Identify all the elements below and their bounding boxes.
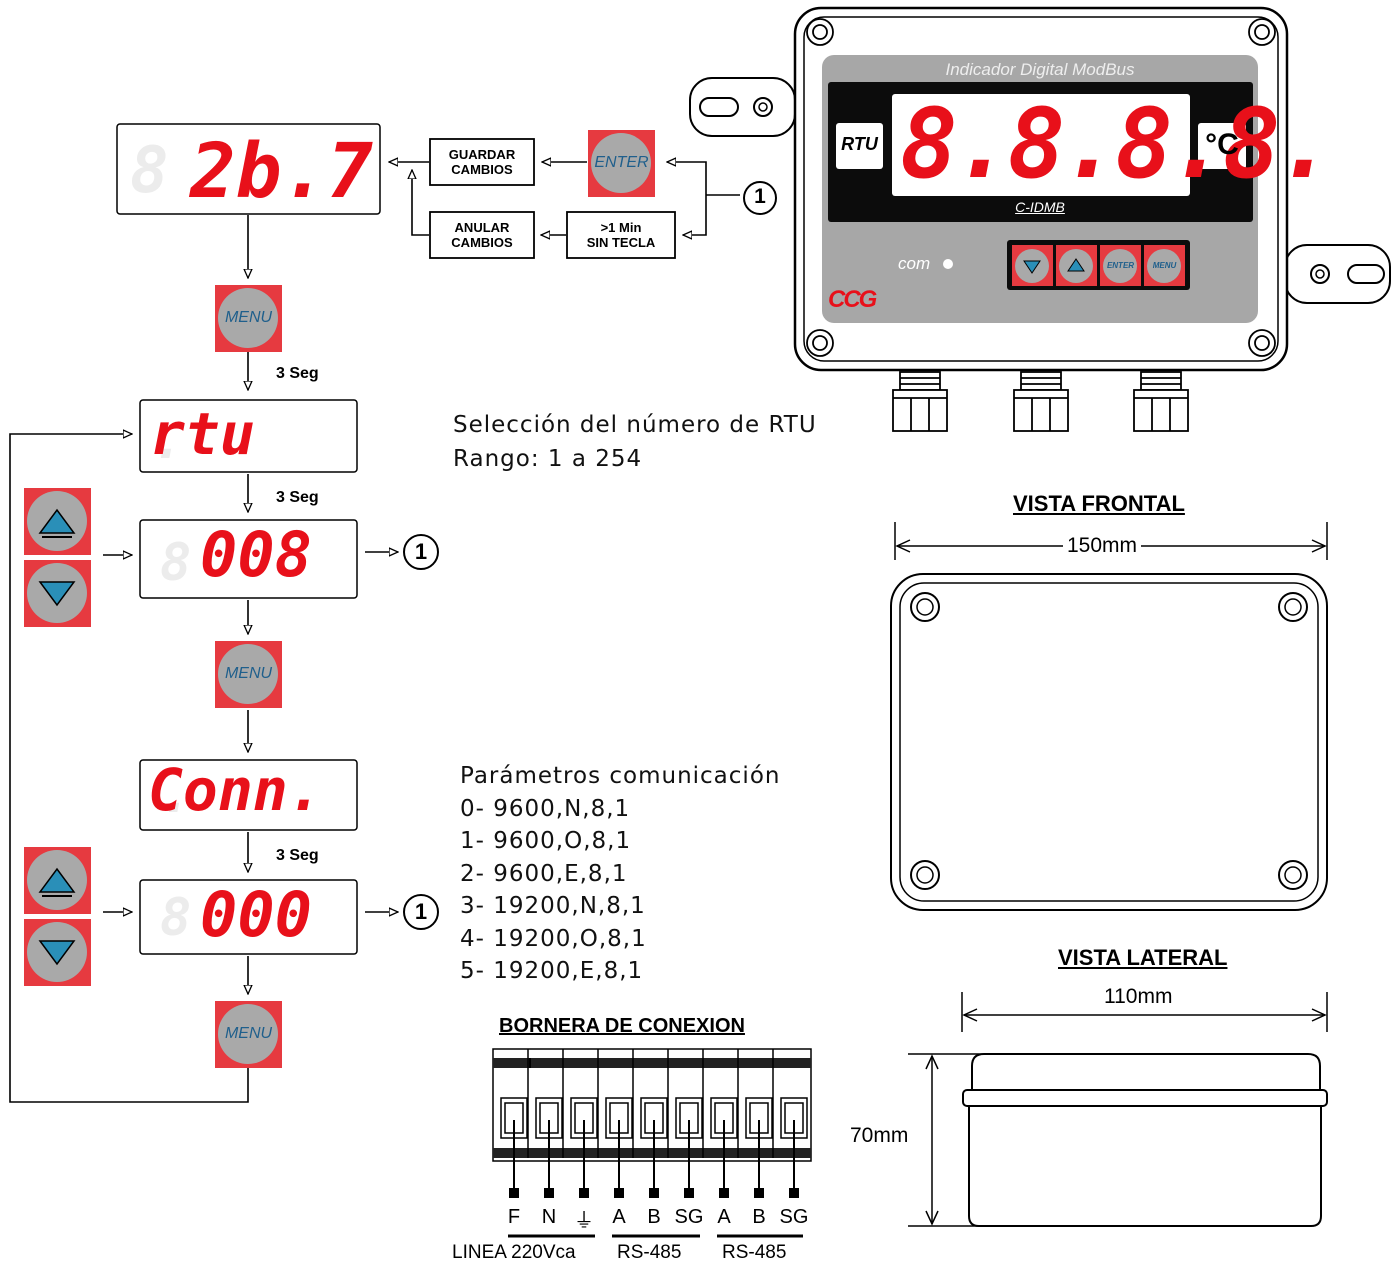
ref-marker: 1 — [414, 539, 428, 564]
front-width-dim: 150mm — [1063, 534, 1142, 558]
group-label: RS-485 — [722, 1242, 787, 1263]
terminal-label: N — [541, 1206, 557, 1228]
svg-text:.: . — [160, 765, 191, 825]
param-item: 5- 19200,E,8,1 — [460, 958, 644, 984]
svg-text:.: . — [152, 411, 183, 471]
rtu-tag: RTU — [841, 134, 878, 154]
terminal-label: F — [507, 1206, 521, 1228]
rtu-note-line1: Selección del número de RTU — [453, 412, 817, 438]
terminal-label: SG — [779, 1206, 809, 1228]
param-item: 2- 9600,E,8,1 — [460, 860, 628, 887]
terminal-label: B — [752, 1206, 766, 1228]
terminal-block-drawing — [492, 1048, 812, 1238]
param-item: 0- 9600,N,8,1 — [460, 795, 631, 822]
terminal-label: A — [717, 1206, 731, 1228]
device-title: Indicador Digital ModBus — [945, 60, 1135, 79]
device-menu-button[interactable]: MENU — [1152, 261, 1177, 270]
terminal-label: B — [647, 1206, 661, 1228]
front-view-title: VISTA FRONTAL — [1013, 491, 1185, 516]
display-conn-value: 000 — [200, 878, 312, 951]
param-item: 1- 9600,O,8,1 — [460, 828, 632, 854]
param-item: 3- 19200,N,8,1 — [460, 893, 646, 919]
device-drawing — [689, 6, 1391, 432]
rtu-note-line2: Rango: 1 a 254 — [453, 446, 643, 472]
ref-marker: 1 — [414, 899, 428, 924]
display-rtu: rtu — [150, 400, 255, 468]
brand-logo: CCG — [828, 286, 877, 313]
sin-tecla-box: >1 Min SIN TECLA — [567, 220, 675, 250]
ground-icon: ⏚ — [574, 1210, 594, 1232]
menu-button[interactable]: MENU — [224, 1025, 273, 1042]
side-width-dim: 110mm — [1100, 985, 1177, 1009]
com-label: com — [898, 254, 931, 273]
delay-label: 3 Seg — [276, 847, 319, 864]
flow-boxes — [429, 138, 676, 259]
button-squares — [24, 130, 655, 1068]
up-arrow-button[interactable] — [24, 847, 91, 914]
guardar-line1: GUARDAR — [448, 147, 516, 162]
params-title: Parámetros comunicación — [460, 763, 781, 789]
menu-button[interactable]: MENU — [224, 665, 273, 682]
sin-tecla-line2: SIN TECLA — [586, 235, 656, 250]
up-arrow-button[interactable] — [24, 488, 91, 555]
delay-label: 3 Seg — [276, 489, 319, 506]
group-label: LINEA 220Vca — [452, 1242, 576, 1263]
anular-cambios-box: ANULAR CAMBIOS — [430, 220, 534, 250]
display-conn: Conn. — [148, 756, 323, 824]
device-enter-button[interactable]: ENTER — [1106, 261, 1135, 270]
svg-text:8: 8 — [160, 888, 191, 948]
delay-label: 3 Seg — [276, 365, 319, 382]
anular-line2: CAMBIOS — [451, 235, 513, 250]
flow-lines — [9, 162, 740, 1103]
model-label: C-IDMB — [1015, 199, 1065, 215]
svg-text:8: 8 — [130, 134, 169, 208]
display-frames — [116, 123, 381, 955]
terminal-title: BORNERA DE CONEXION — [499, 1015, 745, 1037]
guardar-cambios-box: GUARDAR CAMBIOS — [430, 147, 534, 177]
guardar-line2: CAMBIOS — [451, 162, 513, 177]
menu-button[interactable]: MENU — [224, 309, 273, 326]
terminal-label: SG — [674, 1206, 704, 1228]
device-display: 8.8.8.8. — [900, 88, 1334, 200]
side-height-dim: 70mm — [850, 1124, 909, 1147]
ghost-digits: 8 . 8 . 8 — [130, 134, 191, 948]
display-rtu-value: 008 — [200, 518, 312, 591]
svg-text:8: 8 — [160, 533, 191, 593]
side-view-title: VISTA LATERAL — [1058, 945, 1228, 970]
down-arrow-button[interactable] — [24, 560, 91, 627]
sin-tecla-line1: >1 Min — [600, 220, 642, 235]
group-label: RS-485 — [617, 1242, 682, 1263]
front-view-drawing — [890, 522, 1328, 911]
down-arrow-button[interactable] — [24, 919, 91, 986]
side-view-drawing — [908, 992, 1328, 1227]
terminal-label: A — [612, 1206, 626, 1228]
ref-marker: 1 — [754, 185, 766, 208]
display-current-value: 2b.7 — [190, 126, 374, 215]
params-list: Parámetros comunicación 0- 9600,N,8,1 1-… — [460, 760, 780, 988]
param-item: 4- 19200,O,8,1 — [460, 925, 647, 952]
unit-label: °C — [1205, 128, 1239, 161]
enter-button[interactable]: ENTER — [594, 154, 649, 171]
anular-line1: ANULAR — [454, 220, 510, 235]
ref-circles — [403, 181, 777, 930]
